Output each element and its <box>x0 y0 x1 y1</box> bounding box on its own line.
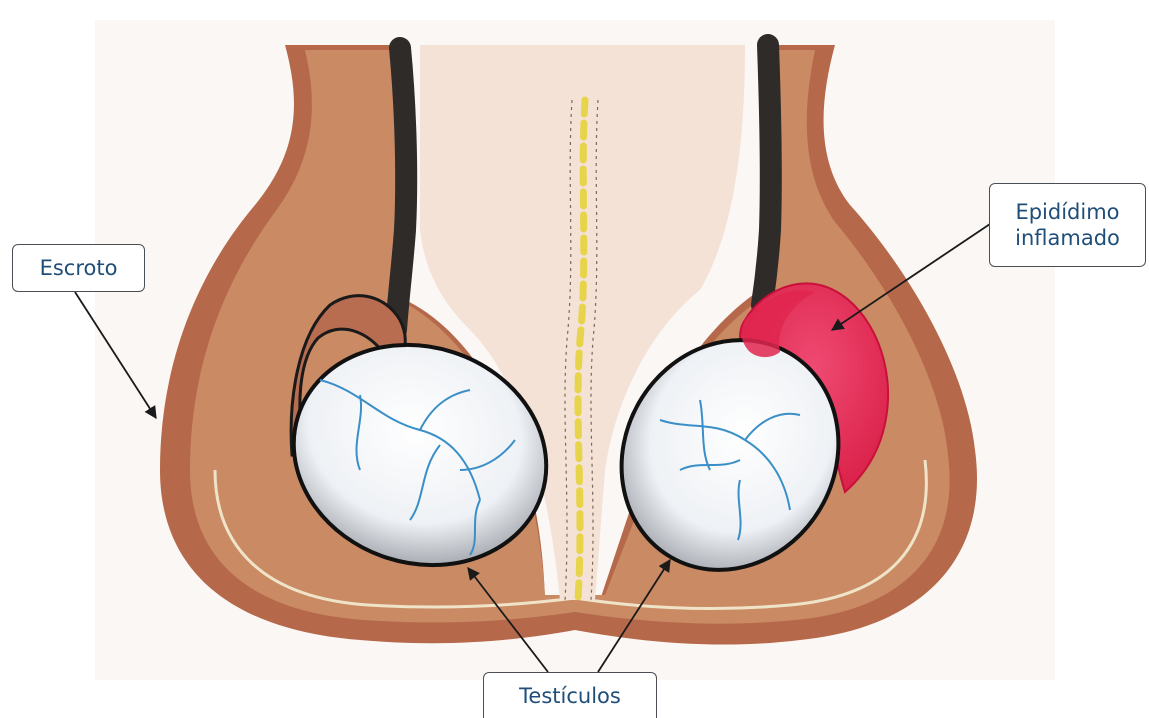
label-escroto: Escroto <box>12 244 145 292</box>
label-testiculos-text: Testículos <box>519 683 621 709</box>
label-epididimo-line2: inflamado <box>1015 225 1120 251</box>
left-spermatic-cord <box>396 48 406 330</box>
right-spermatic-cord <box>762 45 771 305</box>
label-testiculos: Testículos <box>483 672 657 718</box>
label-epididimo-inflamado: Epidídimo inflamado <box>989 183 1146 267</box>
label-escroto-text: Escroto <box>40 255 118 281</box>
label-epididimo-line1: Epidídimo <box>1015 199 1119 225</box>
